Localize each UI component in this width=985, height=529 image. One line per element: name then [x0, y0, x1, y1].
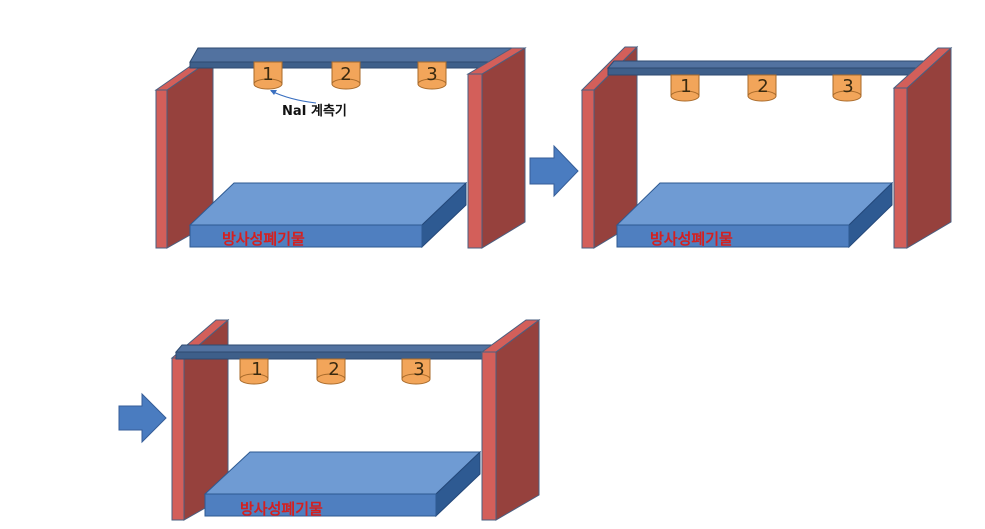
waste-slab: 방사성폐기물 [188, 181, 468, 249]
detector-number: 2 [328, 359, 339, 380]
right-shield-wall [892, 46, 953, 249]
nai-detector-1: 1 [239, 358, 269, 385]
detector-number: 2 [757, 76, 768, 97]
detector-number: 1 [251, 359, 262, 380]
panel-3: 1 2 3 방사성폐기물 [170, 318, 541, 521]
nai-detector-2: 2 [747, 74, 777, 102]
waste-label: 방사성폐기물 [240, 500, 323, 518]
nai-detector-1: 1 [670, 74, 700, 102]
waste-label: 방사성폐기물 [650, 230, 733, 248]
right-shield-wall [480, 319, 541, 521]
detector-number: 2 [340, 64, 351, 85]
left-shield-wall [154, 57, 215, 249]
detector-number: 1 [262, 64, 273, 85]
panel-1: 1 2 3 NaI 계측기 방사성폐기물 [154, 47, 527, 249]
detector-number: 3 [413, 359, 424, 380]
transition-arrow-2 [118, 392, 167, 444]
nai-detector-3: 3 [401, 358, 431, 385]
detector-number: 1 [680, 76, 691, 97]
detector-number: 3 [426, 64, 437, 85]
nai-detector-3: 3 [417, 61, 447, 90]
annotation-leader-line [270, 90, 317, 104]
waste-slab: 방사성폐기물 [203, 450, 482, 518]
annotation-arrowhead [270, 90, 277, 95]
detector-beam [606, 60, 938, 76]
waste-label: 방사성폐기물 [222, 230, 305, 248]
nai-detector-3: 3 [832, 74, 862, 102]
nai-detector-label: NaI 계측기 [282, 103, 347, 119]
nai-detector-2: 2 [331, 61, 361, 90]
detector-number: 3 [842, 76, 853, 97]
detector-beam [174, 344, 501, 360]
waste-slab: 방사성폐기물 [615, 181, 894, 249]
nai-detector-1: 1 [253, 61, 283, 90]
right-shield-wall [466, 47, 527, 249]
transition-arrow-1 [529, 144, 579, 198]
panel-2: 1 2 3 방사성폐기물 [580, 45, 953, 249]
nai-detector-2: 2 [316, 358, 346, 385]
